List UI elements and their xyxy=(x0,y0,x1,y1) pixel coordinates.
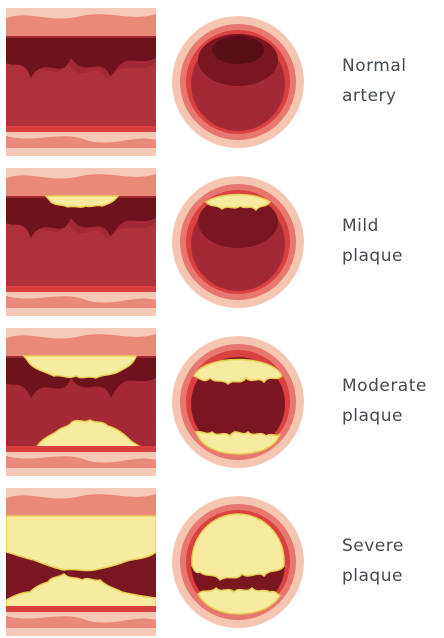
stage-label-line2: plaque xyxy=(342,561,404,591)
artery-longitudinal-view-mild xyxy=(6,168,156,316)
stage-row-moderate: Moderate plaque xyxy=(0,328,444,476)
stage-row-normal: Normal artery xyxy=(0,8,444,156)
stage-label-line1: Moderate xyxy=(342,371,427,401)
artery-longitudinal-view-severe xyxy=(6,488,156,636)
stage-label-severe: Severe plaque xyxy=(342,531,404,591)
stage-label-line1: Severe xyxy=(342,531,404,561)
stage-label-normal: Normal artery xyxy=(342,51,407,111)
stage-label-line2: plaque xyxy=(342,401,427,431)
stage-row-mild: Mild plaque xyxy=(0,168,444,316)
artery-cross-section-severe xyxy=(170,494,306,630)
stage-label-line1: Mild xyxy=(342,211,403,241)
stage-label-line1: Normal xyxy=(342,51,407,81)
artery-cross-section-moderate xyxy=(170,334,306,470)
stage-label-line2: artery xyxy=(342,81,407,111)
stage-row-severe: Severe plaque xyxy=(0,488,444,636)
stage-label-mild: Mild plaque xyxy=(342,211,403,271)
stage-label-line2: plaque xyxy=(342,241,403,271)
artery-cross-section-mild xyxy=(170,174,306,310)
artery-longitudinal-view-moderate xyxy=(6,328,156,476)
artery-longitudinal-view-normal xyxy=(6,8,156,156)
artery-cross-section-normal xyxy=(170,14,306,150)
stage-label-moderate: Moderate plaque xyxy=(342,371,427,431)
